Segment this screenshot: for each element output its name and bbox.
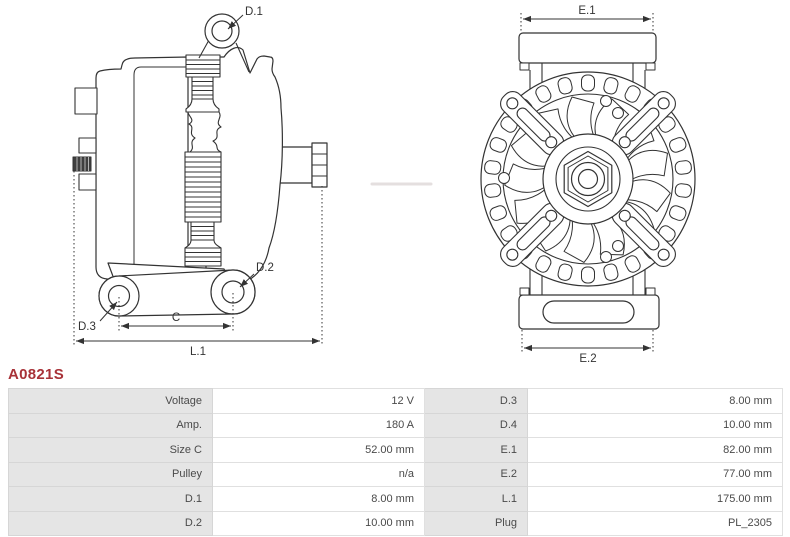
spec-label: Voltage: [8, 388, 213, 414]
alternator-face: [480, 71, 696, 287]
side-view-diagram: D.1 D.2 D.3 C L.1: [72, 6, 328, 358]
spec-value: 12 V: [212, 388, 425, 414]
bottom-mounting-foot: [518, 269, 660, 330]
spec-label: E.2: [424, 461, 528, 487]
terminal-connector: [74, 87, 98, 191]
spec-label: Size C: [8, 437, 213, 463]
spec-label: D.2: [8, 510, 213, 536]
spec-label: D.1: [8, 486, 213, 512]
mounting-bracket: [98, 262, 256, 317]
rotor-section: [187, 111, 222, 153]
top-mounting-foot: [518, 32, 657, 90]
spec-label: L.1: [424, 486, 528, 512]
alternator-technical-drawing: D.1 D.2 D.3 C L.1: [72, 5, 696, 365]
table-row: D.2 10.00 mm Plug PL_2305: [8, 510, 783, 536]
spec-label: D.3: [424, 388, 528, 414]
spec-label: E.1: [424, 437, 528, 463]
table-row: Pulley n/a E.2 77.00 mm: [8, 461, 783, 487]
spec-table: Voltage 12 V D.3 8.00 mm Amp. 180 A D.4 …: [8, 388, 783, 536]
spec-value: 8.00 mm: [212, 486, 425, 512]
front-view-dimensions: E.1 E.2: [520, 5, 654, 365]
dim-label-d2: D.2: [256, 262, 274, 274]
front-housing: [205, 47, 283, 290]
hub: [542, 133, 634, 225]
front-view-diagram: E.1 E.2: [480, 5, 696, 365]
dim-label-d3: D.3: [78, 321, 96, 333]
part-number-title: A0821S: [8, 366, 65, 383]
spec-value: 82.00 mm: [527, 437, 783, 463]
rivet-holes: [498, 95, 624, 263]
side-view-dimensions: D.1 D.2 D.3 C L.1: [73, 6, 323, 358]
rear-housing: [95, 56, 189, 291]
spec-label: D.4: [424, 412, 528, 438]
spec-label: Plug: [424, 510, 528, 536]
spec-value: 175.00 mm: [527, 486, 783, 512]
spec-value: 180 A: [212, 412, 425, 438]
dim-label-c: C: [172, 312, 180, 324]
spec-value: n/a: [212, 461, 425, 487]
ribbed-stack: [184, 54, 222, 267]
spec-value: 10.00 mm: [212, 510, 425, 536]
foot-slot: [542, 300, 635, 324]
table-row: Amp. 180 A D.4 10.00 mm: [8, 412, 783, 438]
dim-label-d1: D.1: [245, 6, 263, 18]
table-row: D.1 8.00 mm L.1 175.00 mm: [8, 486, 783, 512]
dim-label-e2: E.2: [579, 353, 596, 365]
dim-label-l1: L.1: [190, 346, 206, 358]
threaded-stud: [72, 156, 92, 172]
table-row: Voltage 12 V D.3 8.00 mm: [8, 388, 783, 414]
spec-value: PL_2305: [527, 510, 783, 536]
spec-value: 77.00 mm: [527, 461, 783, 487]
spec-label: Amp.: [8, 412, 213, 438]
spec-value: 10.00 mm: [527, 412, 783, 438]
spec-label: Pulley: [8, 461, 213, 487]
spec-value: 8.00 mm: [527, 388, 783, 414]
dim-label-e1: E.1: [578, 5, 595, 17]
spec-value: 52.00 mm: [212, 437, 425, 463]
table-row: Size C 52.00 mm E.1 82.00 mm: [8, 437, 783, 463]
